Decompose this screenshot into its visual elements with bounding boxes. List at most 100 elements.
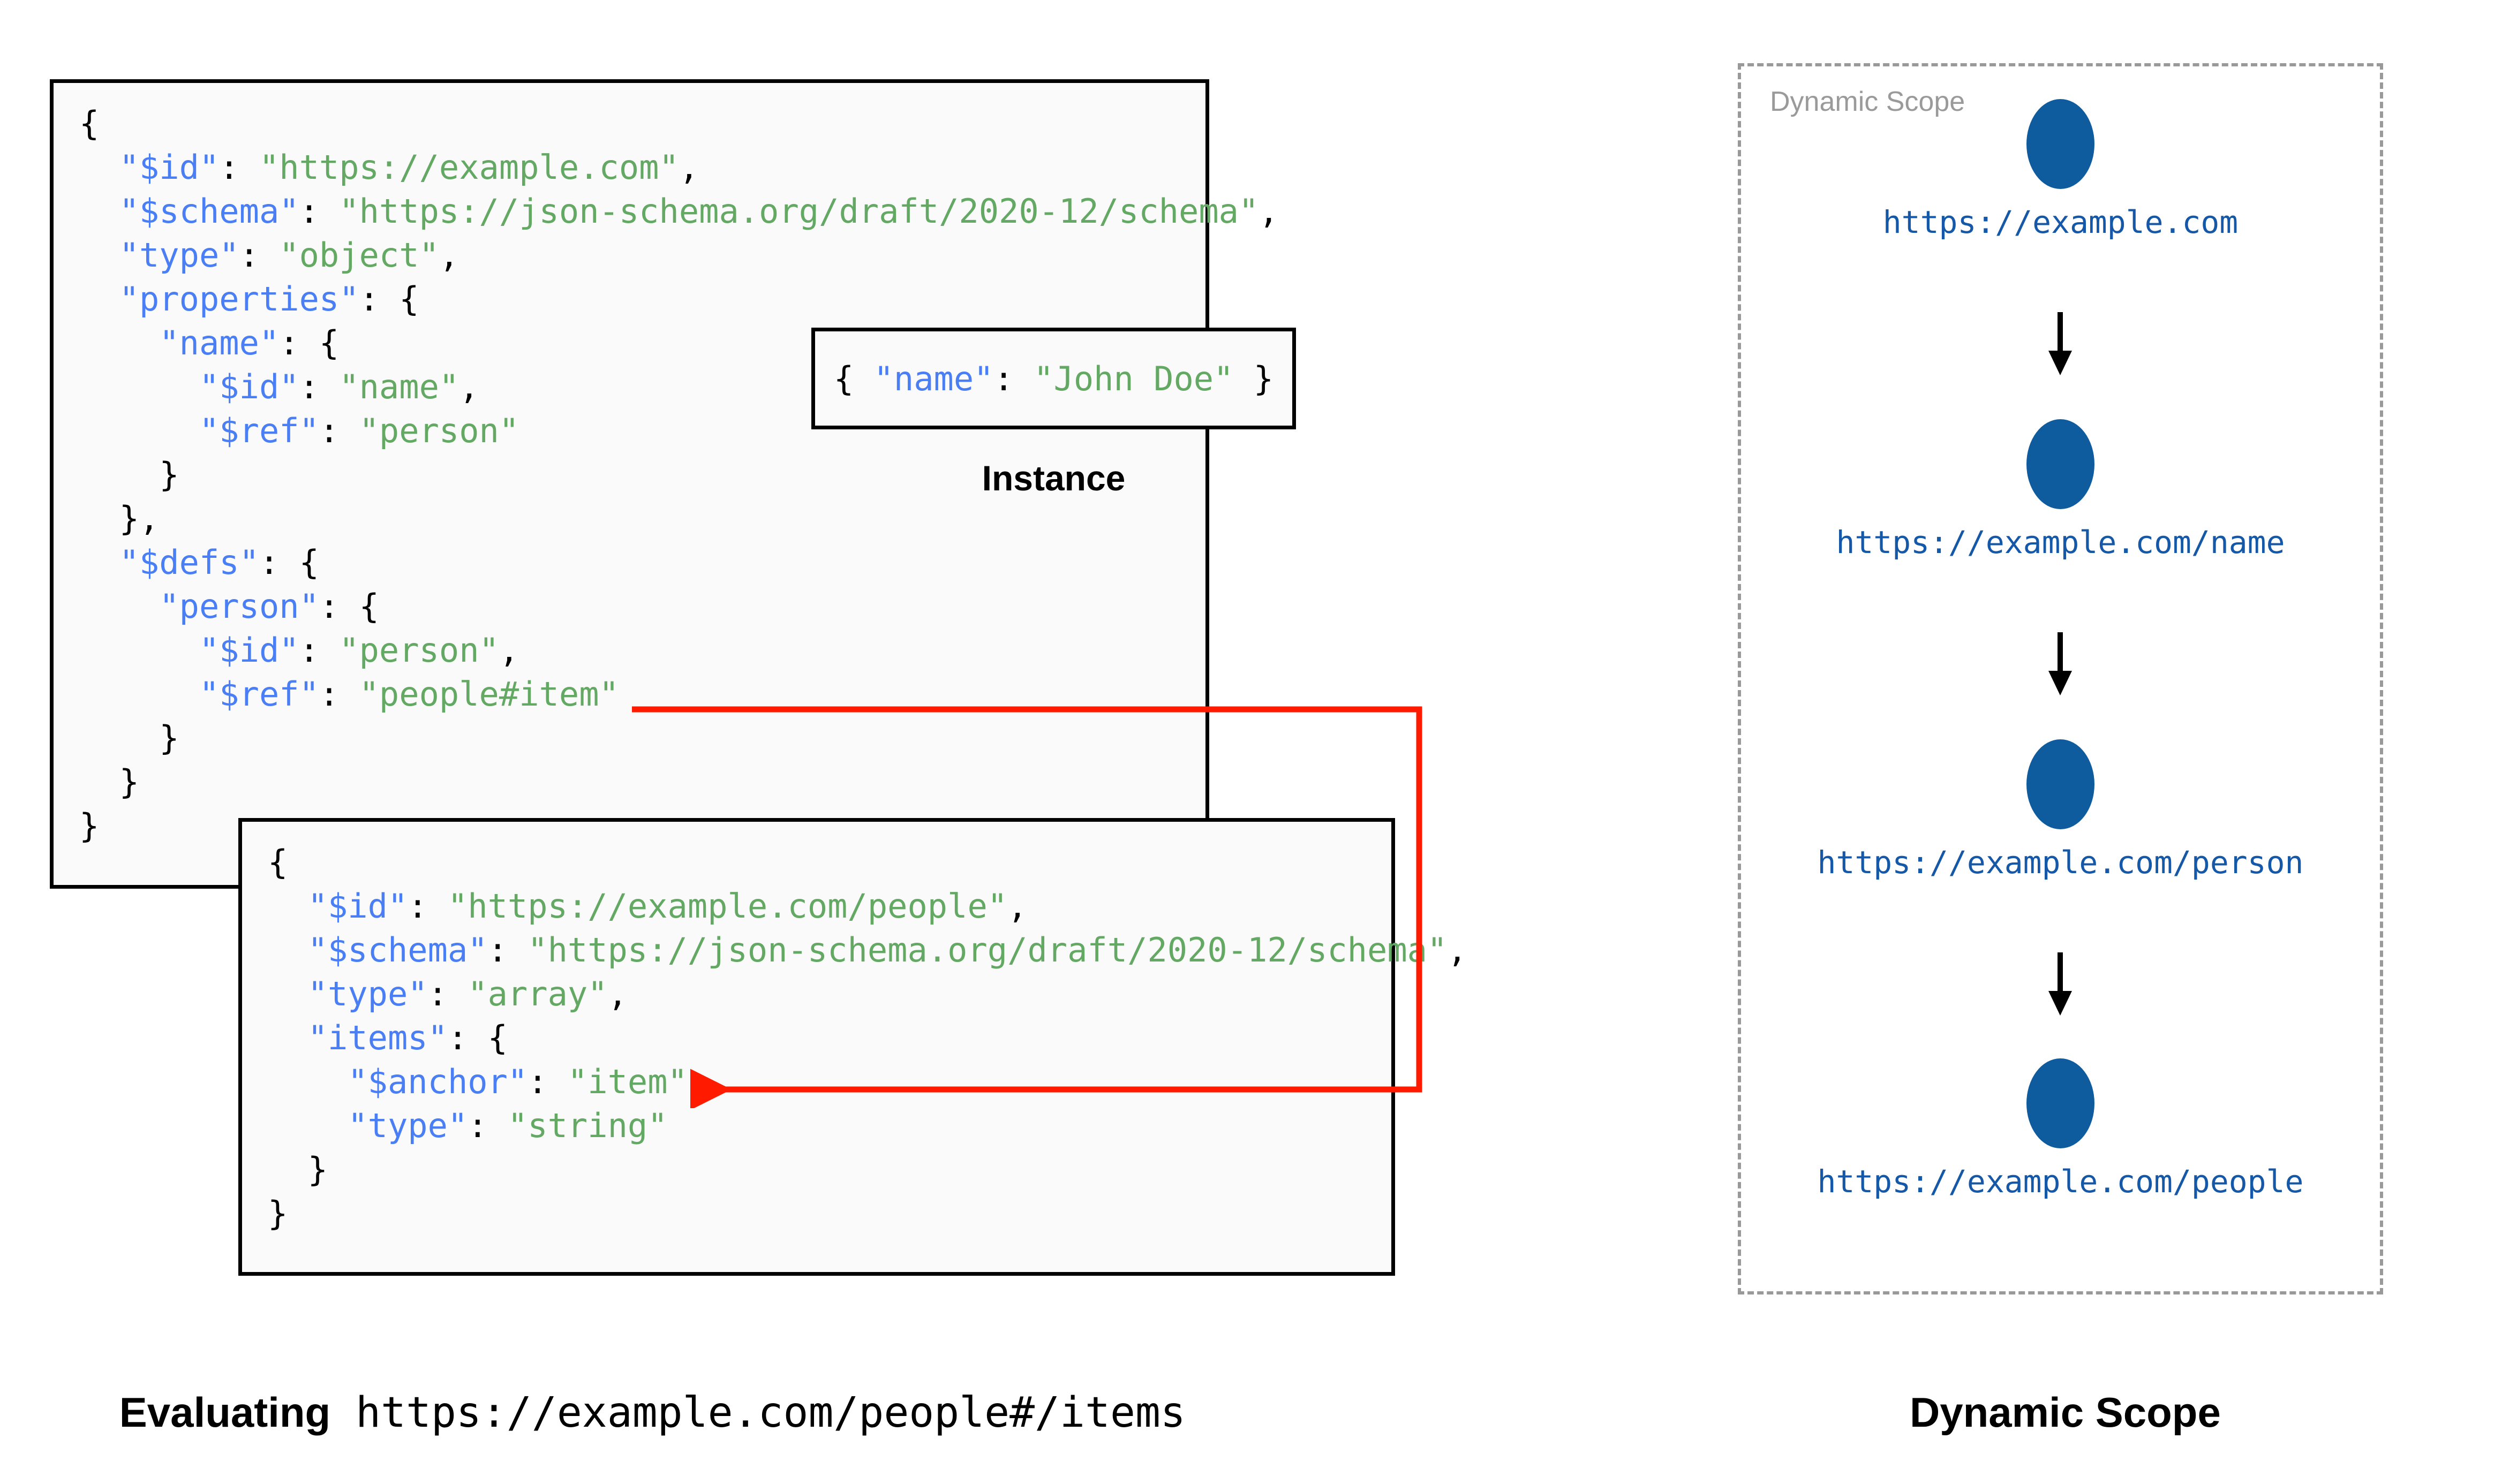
code-token: { xyxy=(833,359,874,398)
code-token: , xyxy=(499,631,519,670)
code-token: , xyxy=(459,367,479,406)
scope-node-label: https://example.com/name xyxy=(1836,524,2285,561)
code-token xyxy=(79,543,119,582)
code-token: "name" xyxy=(339,367,459,406)
code-line: } xyxy=(268,1192,1467,1236)
code-token xyxy=(268,887,308,926)
code-line: { xyxy=(79,102,1279,146)
code-token: , xyxy=(1007,887,1028,926)
code-token: "person" xyxy=(159,587,319,626)
code-line: "type": "object", xyxy=(79,233,1279,277)
code-token xyxy=(79,323,159,362)
code-token: "$defs" xyxy=(119,543,259,582)
code-token xyxy=(79,675,199,714)
code-line: "properties": { xyxy=(79,277,1279,321)
code-token: "$schema" xyxy=(307,930,488,970)
code-token: , xyxy=(687,1062,708,1101)
code-token xyxy=(268,930,308,970)
code-token xyxy=(79,587,159,626)
code-line: } xyxy=(79,804,1279,848)
code-token: "type" xyxy=(348,1106,468,1145)
code-token: : xyxy=(408,887,448,926)
code-token: , xyxy=(1258,192,1279,231)
code-token: "items" xyxy=(307,1018,448,1057)
code-line: "$id": "https://example.com/people", xyxy=(268,884,1467,928)
schema-code-text: { "$id": "https://example.com", "$schema… xyxy=(79,102,1279,848)
code-token: { xyxy=(268,843,288,882)
code-token: "people#item" xyxy=(359,675,619,714)
code-line: } xyxy=(79,760,1279,804)
code-token: "$ref" xyxy=(199,675,319,714)
code-line: "type": "array", xyxy=(268,972,1467,1016)
code-line: "$defs": { xyxy=(79,541,1279,585)
code-token: "object" xyxy=(279,236,439,275)
code-token: "$anchor" xyxy=(348,1062,528,1101)
code-token xyxy=(268,1062,348,1101)
code-line: } xyxy=(268,1148,1467,1192)
code-token: : xyxy=(299,192,340,231)
code-line: "$schema": "https://json-schema.org/draf… xyxy=(79,190,1279,233)
code-token: } xyxy=(79,718,179,758)
code-token: "item" xyxy=(567,1062,688,1101)
code-token: "https://example.com/people" xyxy=(447,887,1008,926)
code-line: "$id": "https://example.com", xyxy=(79,146,1279,190)
code-token: "properties" xyxy=(119,279,359,319)
code-token xyxy=(268,1106,348,1145)
scope-node-2: https://example.com/person xyxy=(1738,739,2383,881)
code-token xyxy=(79,192,119,231)
code-token xyxy=(268,974,308,1013)
scope-flow-arrow-0 xyxy=(2048,312,2072,375)
code-token: "$schema" xyxy=(119,192,299,231)
code-token: { xyxy=(79,104,100,143)
code-token: : { xyxy=(279,323,340,362)
scope-node-3: https://example.com/people xyxy=(1738,1058,2383,1200)
code-line: "name": { xyxy=(79,321,1279,365)
code-token: : xyxy=(299,367,340,406)
code-token: "$id" xyxy=(199,367,299,406)
scope-node-label: https://example.com xyxy=(1882,204,2239,240)
code-token: : xyxy=(239,236,280,275)
code-token: }, xyxy=(79,499,160,538)
code-token: "$id" xyxy=(199,631,299,670)
code-token: , xyxy=(439,236,459,275)
code-token xyxy=(79,148,119,187)
scope-node-circle xyxy=(2026,739,2094,829)
code-token: "type" xyxy=(119,236,239,275)
code-token xyxy=(79,631,199,670)
code-token: : xyxy=(468,1106,508,1145)
code-token: "array" xyxy=(468,974,608,1013)
code-token: "https://json-schema.org/draft/2020-12/s… xyxy=(527,930,1448,970)
scope-node-circle xyxy=(2026,419,2094,509)
code-token: "type" xyxy=(307,974,428,1013)
code-line: "person": { xyxy=(79,585,1279,629)
code-token: "string" xyxy=(507,1106,668,1145)
code-token: : { xyxy=(447,1018,508,1057)
evaluating-caption: Evaluating https://example.com/people#/i… xyxy=(110,1379,1186,1447)
code-token: : xyxy=(993,359,1034,398)
code-line: "$ref": "people#item" xyxy=(79,672,1279,716)
evaluating-uri: https://example.com/people#/items xyxy=(330,1389,1186,1437)
code-token: "person" xyxy=(339,631,499,670)
code-line: } xyxy=(79,453,1279,497)
instance-code-text: { "name": "John Doe" } xyxy=(834,359,1273,398)
code-token: "$id" xyxy=(307,887,408,926)
code-token: "name" xyxy=(159,323,280,362)
code-token: } xyxy=(1233,359,1274,398)
scope-node-circle xyxy=(2026,99,2094,189)
code-token: : xyxy=(219,148,259,187)
scope-node-1: https://example.com/name xyxy=(1738,419,2383,561)
scope-node-label: https://example.com/people xyxy=(1817,1163,2304,1200)
code-line: } xyxy=(79,716,1279,760)
code-token: : xyxy=(427,974,468,1013)
code-token: "https://json-schema.org/draft/2020-12/s… xyxy=(339,192,1259,231)
scope-flow-arrow-2 xyxy=(2048,952,2072,1016)
code-line: }, xyxy=(79,497,1279,541)
scope-node-circle xyxy=(2026,1058,2094,1148)
code-token: "John Doe" xyxy=(1034,359,1234,398)
dynamic-scope-caption-label: Dynamic Scope xyxy=(1909,1389,2221,1436)
code-token: : xyxy=(319,675,359,714)
code-token: } xyxy=(79,762,139,801)
code-token: : xyxy=(487,930,528,970)
code-token: : { xyxy=(259,543,319,582)
code-token: } xyxy=(79,806,100,845)
